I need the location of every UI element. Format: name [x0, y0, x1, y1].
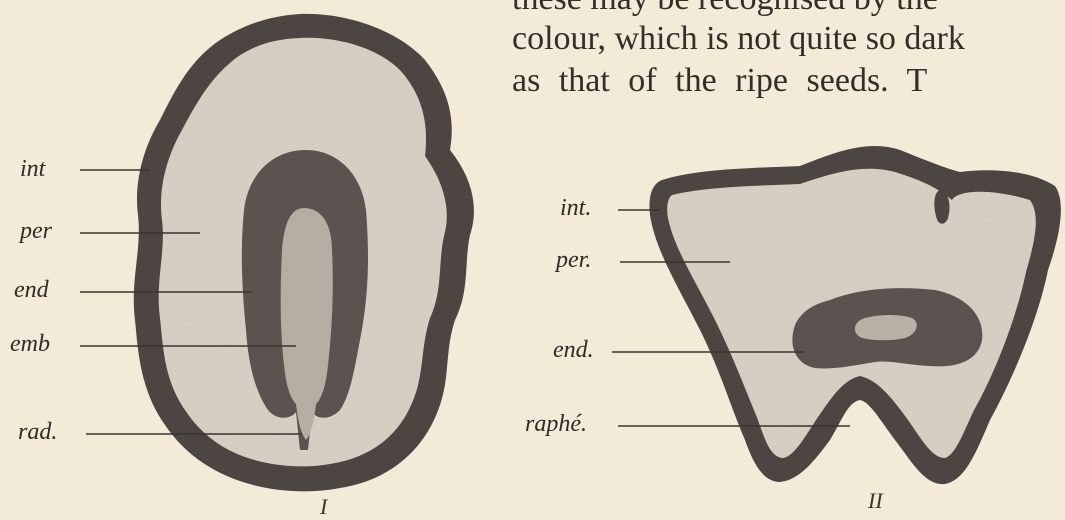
fig2-embryo: [855, 315, 917, 340]
figure-1-caption: I: [320, 494, 327, 520]
label-raphe: raphé.: [525, 411, 587, 438]
label-end: end: [14, 277, 49, 304]
label-per: per: [20, 218, 52, 245]
label-rad: rad.: [18, 419, 57, 446]
label-end-2: end.: [553, 337, 594, 364]
figure-2-section: [650, 146, 1061, 484]
label-emb: emb: [10, 331, 50, 358]
label-int-2: int.: [560, 195, 591, 222]
figure-2-caption: II: [868, 488, 883, 514]
figure-1-section: [134, 14, 474, 491]
label-per-2: per.: [556, 247, 591, 274]
label-int: int: [20, 156, 45, 183]
